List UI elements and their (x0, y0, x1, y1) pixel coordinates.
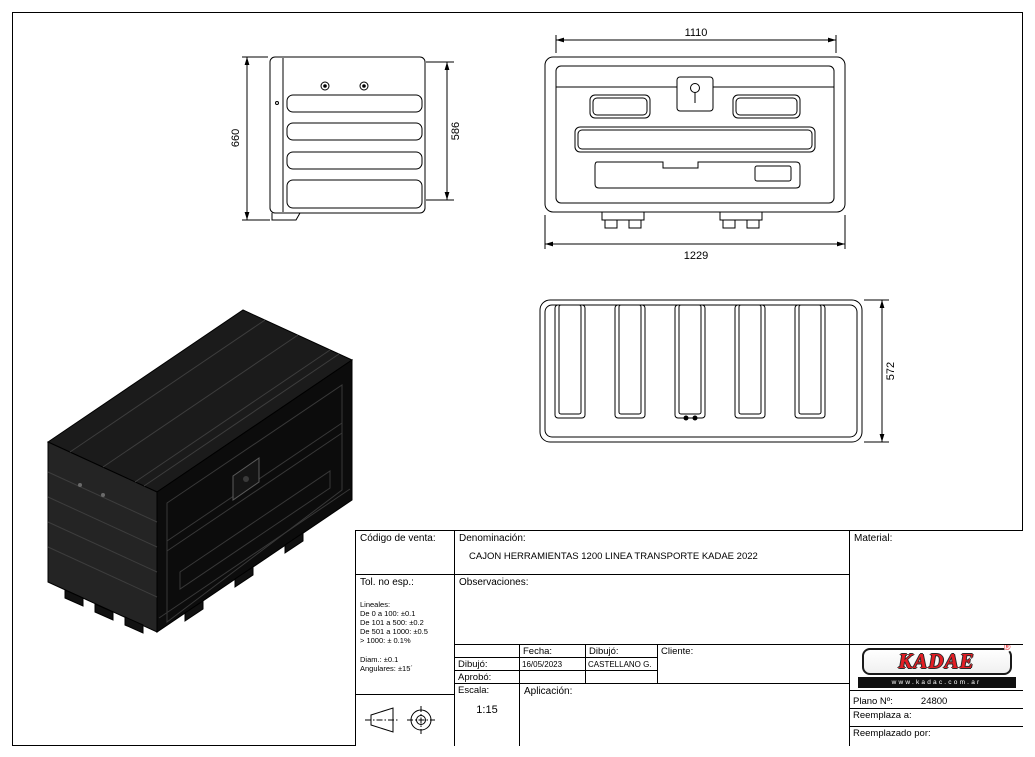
tol-diam: Diam.: ±0.1 (360, 655, 399, 664)
tolerances-title: Tol. no esp.: (360, 577, 414, 588)
brand-name: KADAE (898, 649, 975, 673)
brand-logo-cell: KADAE ® www.kadac.com.ar (850, 645, 1023, 691)
tol-line-2: De 101 a 500: ±0.2 (360, 618, 424, 627)
subtable-blank-cell (455, 645, 520, 658)
view-isometric (46, 309, 354, 634)
top-dimension-right (864, 299, 889, 443)
escala-value: 1:15 (476, 704, 498, 716)
screw-icon (78, 483, 82, 487)
material-cell: Material: (850, 531, 1023, 645)
escala-label: Escala: (458, 685, 490, 696)
projection-symbol-cell (356, 695, 455, 746)
title-block: Código de venta: Denominación: CAJON HER… (355, 530, 1023, 746)
keyhole-icon (690, 83, 700, 93)
denominacion-cell: Denominación: CAJON HERRAMIENTAS 1200 LI… (455, 531, 850, 575)
dibujo-row-cell: Dibujó: (455, 658, 520, 671)
observaciones-label: Observaciones: (459, 577, 529, 588)
codigo-venta-label: Código de venta: (360, 533, 436, 544)
fecha-value-cell: 16/05/2023 (520, 658, 586, 671)
reemplaza-label: Reemplaza a: (853, 710, 912, 721)
dibujo-value-cell: CASTELLANO G. (586, 658, 658, 671)
latch-hole-icon (683, 415, 689, 421)
latch-hole-icon (692, 415, 698, 421)
door-panel-lines (158, 384, 351, 624)
dibujo-header-cell: Dibujó: (586, 645, 658, 658)
aplicacion-label: Aplicación: (524, 686, 573, 697)
plano-label: Plano Nº: (853, 696, 893, 707)
tol-line-1: De 0 a 100: ±0.1 (360, 609, 416, 618)
brand-url: www.kadac.com.ar (857, 677, 1016, 688)
foot-ribs (64, 532, 304, 634)
lock-plate (676, 76, 714, 112)
registered-trademark-icon: ® (1003, 645, 1011, 652)
plano-cell: Plano Nº: 24800 (850, 691, 1023, 709)
dim-side-total-height: 660 (230, 129, 242, 147)
material-label: Material: (854, 533, 893, 544)
aprobo-label: Aprobó: (458, 672, 492, 683)
observaciones-cell: Observaciones: (455, 575, 850, 645)
dibujo-row-label: Dibujó: (458, 659, 488, 670)
fecha-label: Fecha: (523, 646, 553, 657)
cliente-cell: Cliente: (658, 645, 850, 684)
dim-top-depth: 572 (885, 362, 897, 380)
toolbox-3d (46, 309, 354, 634)
tol-line-3: De 501 a 1000: ±0.5 (360, 627, 428, 636)
top-view-outline (539, 299, 863, 443)
fecha-header-cell: Fecha: (520, 645, 586, 658)
screw-icon (101, 493, 105, 497)
side-view-outline (269, 56, 426, 221)
cliente-label: Cliente: (661, 646, 694, 657)
keyhole-3d-icon (243, 476, 249, 482)
tolerances-cell: Tol. no esp.: Lineales: De 0 a 100: ±0.1… (356, 575, 455, 695)
reemplaza-cell: Reemplaza a: (850, 709, 1023, 727)
side-dimension-lines (242, 56, 454, 221)
tol-line-4: > 1000: ± 0.1% (360, 636, 411, 645)
reemplazado-label: Reemplazado por: (853, 728, 931, 739)
plano-value: 24800 (920, 696, 948, 707)
dim-side-inner-height: 586 (450, 122, 462, 140)
view-front-elevation: 1110 1229 (544, 27, 846, 262)
denominacion-label: Denominación: (459, 533, 526, 544)
kadae-logo: KADAE ® (861, 645, 1012, 675)
reemplazado-cell: Reemplazado por: (850, 727, 1023, 746)
empty-cell-2 (586, 671, 658, 684)
denominacion-value: CAJON HERRAMIENTAS 1200 LINEA TRANSPORTE… (469, 551, 758, 562)
aplicacion-cell: Aplicación: (520, 684, 850, 746)
side-rib-lines (47, 471, 158, 598)
fecha-value: 16/05/2023 (522, 660, 563, 669)
tol-angulares: Angulares: ±15´ (360, 664, 413, 673)
tol-lineales-title: Lineales: (360, 600, 391, 609)
codigo-venta-cell: Código de venta: (356, 531, 455, 575)
escala-cell: Escala: 1:15 (455, 684, 520, 746)
empty-cell-1 (520, 671, 586, 684)
dim-front-bottom-width: 1229 (684, 250, 708, 262)
lid-rib-lines (69, 319, 340, 487)
view-top-plan: 572 (539, 299, 897, 443)
aprobo-cell: Aprobó: (455, 671, 520, 684)
front-view-outline (544, 56, 846, 229)
view-side-elevation: 660 586 (230, 56, 462, 221)
dibujo-value: CASTELLANO G. (588, 660, 652, 669)
first-angle-projection-icon (365, 705, 435, 734)
front-dimension-bottom (544, 215, 846, 249)
dibujo-header-label: Dibujó: (589, 646, 619, 657)
front-dimension-top (555, 35, 837, 53)
dim-front-top-width: 1110 (685, 27, 708, 39)
